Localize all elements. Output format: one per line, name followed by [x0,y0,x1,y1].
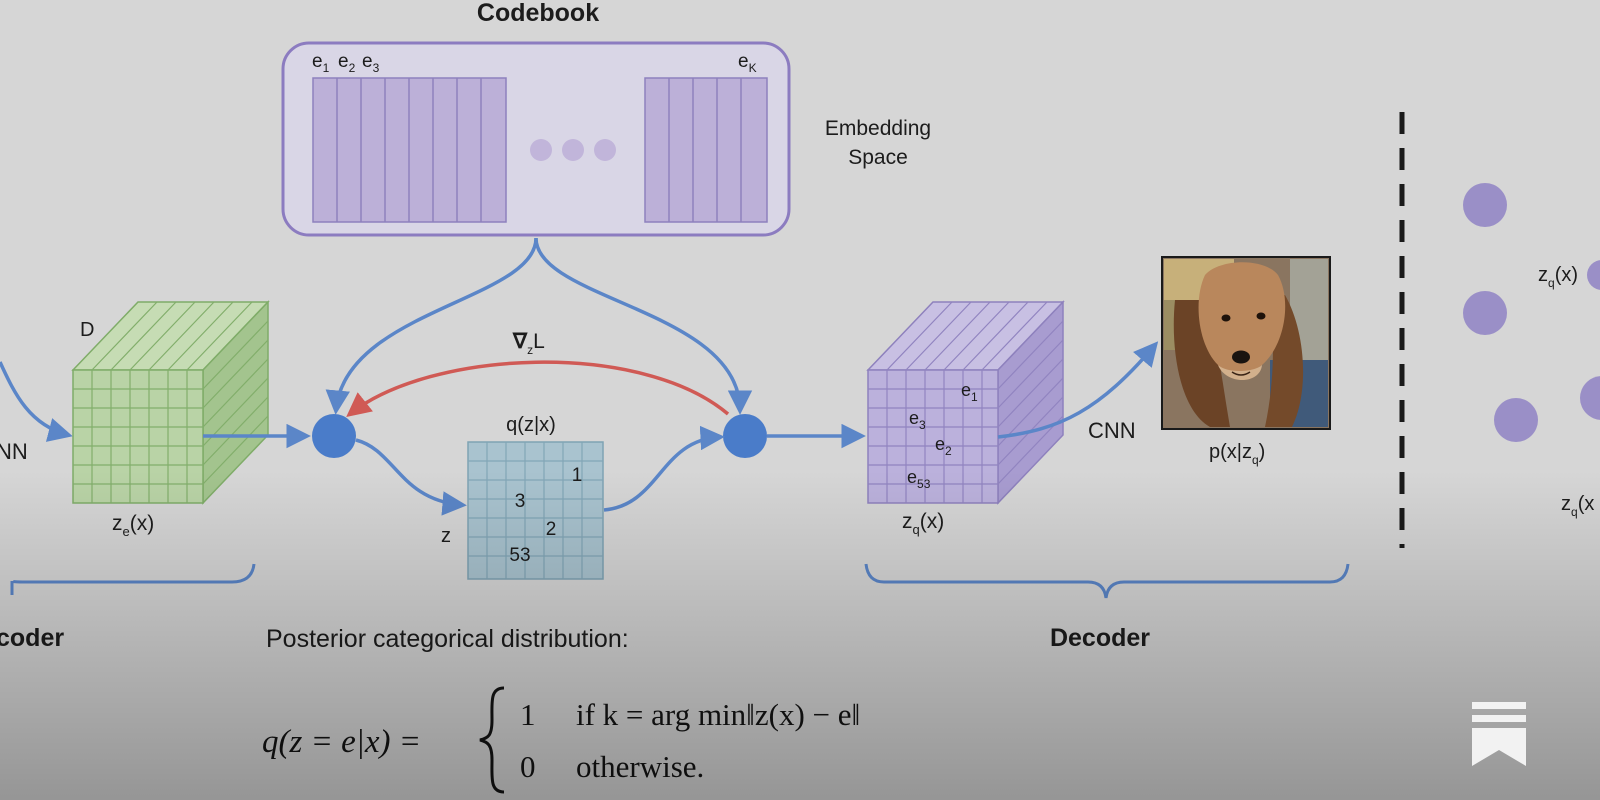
codebook-label-e3: e3 [362,51,380,75]
bookmark-icon[interactable] [1468,700,1528,770]
decoder-brace [864,563,1350,599]
right-zq-label-1: zq(x) [1538,264,1578,290]
codebook-label-e2: e2 [338,51,356,75]
posterior-value-2: 2 [546,519,557,540]
embedding-dot-5 [1587,260,1600,290]
posterior-title: q(z|x) [506,414,556,436]
encoder-cube [71,300,270,505]
decoder-label-e1: e1 [961,380,978,404]
formula-case1-value: 1 [520,697,536,732]
decoder-label-e3: e3 [909,408,926,432]
gradient-arrow [346,360,730,418]
right-node [723,414,767,458]
decoder-label-e53: e53 [907,467,931,491]
decoder-section-label: Decoder [1050,624,1150,652]
formula-case1-condition: if k = arg min‖z(x) − e‖ [576,697,860,732]
encoder-input-arrow [0,361,73,442]
decoder-label-e2: e2 [935,434,952,458]
codebook: Codebook e1 e2 e3 eK [281,0,791,237]
gradient-label: ∇zL [512,330,545,357]
posterior-grid [467,441,604,580]
formula-heading: Posterior categorical distribution: [266,625,629,653]
encoder-d-label: D [80,319,94,341]
embedding-dot-1 [1463,183,1507,227]
codebook-to-left-node-arrow [325,237,538,415]
posterior-value-1: 1 [572,465,583,486]
posterior-value-53: 53 [509,545,530,566]
encoder-ze-label: ze(x) [112,512,154,539]
codebook-vectors-left [312,77,507,223]
posterior-formula: q(z = e|x) = 1 if k = arg min‖z(x) − e‖ … [262,686,860,794]
embedding-dot-2 [1463,291,1507,335]
posterior-value-3: 3 [515,491,526,512]
formula-case2-value: 0 [520,749,536,784]
ellipsis-dots [530,139,616,161]
decoder-cube [866,300,1065,505]
embedding-space-line1: Embedding [825,117,931,140]
output-label: p(x|zq) [1209,441,1265,467]
codebook-label-ek: eK [738,51,757,75]
embedding-space-line2: Space [848,146,908,169]
decoder-zq-label: zq(x) [902,510,944,537]
encoder-brace [10,563,256,595]
decoder-to-output-arrow [997,341,1159,439]
posterior-z-label: z [441,525,451,547]
node-to-posterior-arrow [355,438,467,516]
codebook-vectors-right [644,77,768,223]
left-node [312,414,356,458]
codebook-title: Codebook [477,0,599,27]
right-zq-label-2: zq(x [1561,493,1594,519]
formula-lhs: q(z = e|x) = [262,724,421,760]
codebook-to-right-node-arrow [534,237,753,415]
posterior-to-node-arrow [603,425,725,512]
embedding-dot-4 [1580,376,1600,420]
embedding-dot-3 [1494,398,1538,442]
reconstructed-image [1161,256,1331,430]
formula-brace [479,686,505,794]
formula-case2-condition: otherwise. [576,749,704,784]
encoder-cnn-label: NN [0,439,28,464]
encoder-section-label: coder [0,624,64,652]
codebook-label-e1: e1 [312,51,330,75]
decoder-cnn-label: CNN [1088,418,1136,443]
